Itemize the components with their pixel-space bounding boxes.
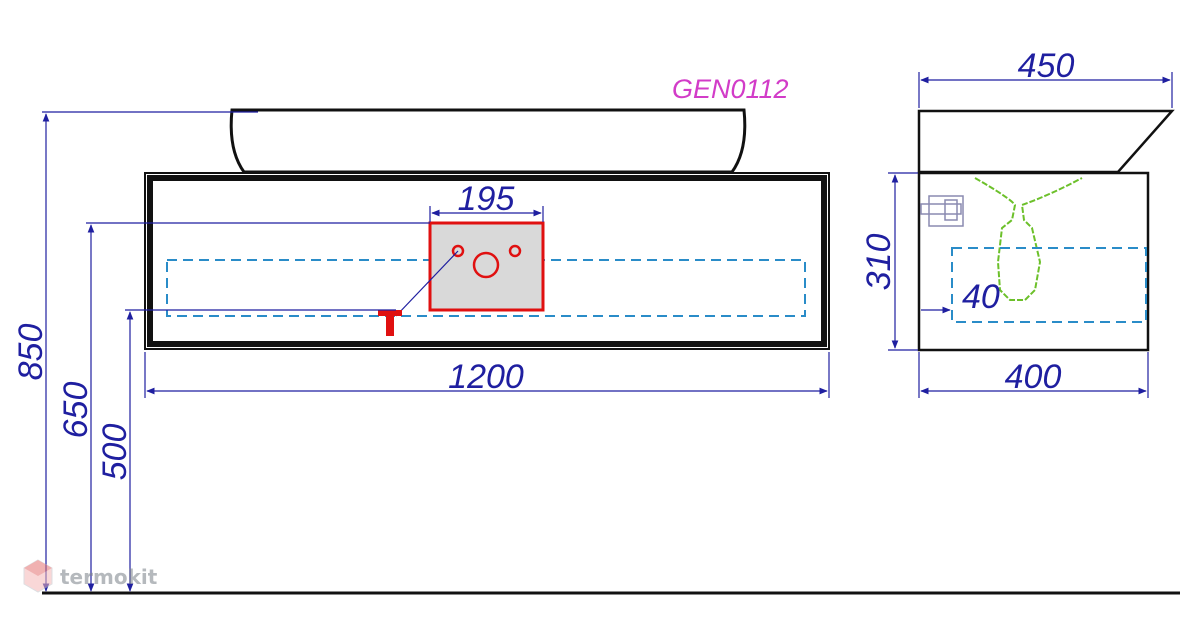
model-code: GEN0112 xyxy=(672,74,789,104)
front-view xyxy=(144,108,830,398)
panel-hole-right xyxy=(508,244,522,258)
dim-850-label: 850 xyxy=(12,324,50,381)
dim-310-label: 310 xyxy=(860,234,898,291)
t-marker-icon xyxy=(378,310,402,336)
side-hidden-drawer xyxy=(951,247,1147,323)
watermark-text: termokit xyxy=(60,565,158,589)
dim-1200-label: 1200 xyxy=(448,358,524,396)
install-panel xyxy=(428,221,545,312)
dim-400-label: 400 xyxy=(1005,358,1062,396)
side-basin xyxy=(917,109,1175,174)
dim-450-label: 450 xyxy=(1018,47,1075,85)
cabinet-frame xyxy=(147,175,827,347)
siphon xyxy=(974,177,1083,301)
panel-hole-left xyxy=(451,244,465,258)
hidden-drawer xyxy=(166,259,806,317)
dim-40-label: 40 xyxy=(962,278,1000,316)
panel-drain-hole xyxy=(472,251,500,279)
side-view xyxy=(888,72,1175,398)
dim-195-label: 195 xyxy=(458,180,515,218)
dim-500-label: 500 xyxy=(96,424,134,481)
dim-650-label: 650 xyxy=(57,382,95,439)
wall-mount-icon xyxy=(920,195,964,227)
basin xyxy=(229,108,747,174)
t-leader xyxy=(395,250,459,317)
watermark: termokit xyxy=(23,559,158,593)
height-dimensions xyxy=(42,111,430,592)
